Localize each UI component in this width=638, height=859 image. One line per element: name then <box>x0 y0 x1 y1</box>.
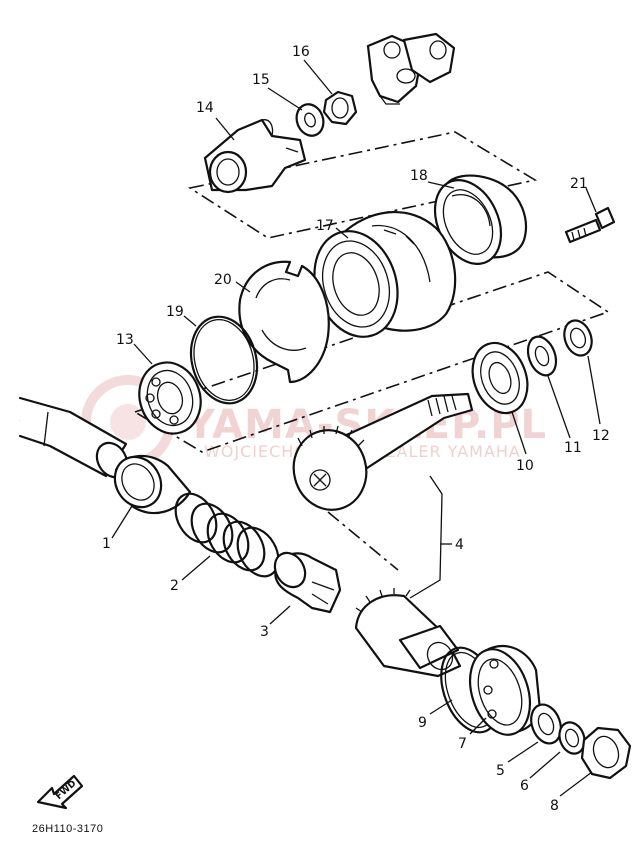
ring-gear <box>354 588 462 678</box>
part-15-washer <box>295 103 325 137</box>
callout-12: 12 <box>592 428 610 444</box>
watermark-logo-inner <box>110 404 146 440</box>
part-10-bearing <box>471 341 529 415</box>
callout-1: 1 <box>102 536 111 552</box>
callout-10: 10 <box>516 458 534 474</box>
callout-7: 7 <box>458 736 467 752</box>
fwd-arrow-icon <box>36 774 84 810</box>
callout-numbers: 1 2 3 4 5 6 7 8 9 10 11 12 13 14 15 16 1… <box>102 44 610 814</box>
callout-5: 5 <box>496 763 505 779</box>
callout-2: 2 <box>170 578 179 594</box>
part-3-fork <box>273 551 342 614</box>
part-17-housing <box>313 210 457 338</box>
leader-lines <box>111 59 601 797</box>
diagram-code: 26H110-3170 <box>32 823 103 835</box>
callout-16: 16 <box>292 44 310 60</box>
callout-4: 4 <box>455 537 464 553</box>
part-6-lock-washer <box>558 721 586 755</box>
part-19-o-ring <box>189 315 259 405</box>
callout-3: 3 <box>260 624 269 640</box>
part-13-bearing <box>138 361 202 435</box>
callout-19: 19 <box>166 304 184 320</box>
part-8-nut <box>580 726 632 780</box>
callout-11: 11 <box>564 440 582 456</box>
callout-8: 8 <box>550 798 559 814</box>
callout-17: 17 <box>316 218 334 234</box>
part-16-nut <box>322 90 358 126</box>
callout-14: 14 <box>196 100 214 116</box>
callout-6: 6 <box>520 778 529 794</box>
callout-13: 13 <box>116 332 134 348</box>
part-21-bolt <box>564 206 616 244</box>
fwd-arrow: FWD <box>36 774 84 810</box>
universal-joint <box>366 32 456 105</box>
upper-assembly-outline <box>187 131 538 239</box>
part-4-pinion-gear <box>292 392 474 511</box>
part-7-bearing <box>469 644 542 736</box>
callout-9: 9 <box>418 715 427 731</box>
part-1-collar <box>113 454 192 515</box>
part-20-plate <box>238 260 330 384</box>
part-2-spring <box>174 492 280 578</box>
callout-20: 20 <box>214 272 232 288</box>
part-5-washer <box>530 703 562 745</box>
callout-21: 21 <box>570 176 588 192</box>
part-14-yoke <box>203 118 307 194</box>
callout-18: 18 <box>410 168 428 184</box>
gear-axis-line <box>327 511 399 571</box>
part-12-collar <box>563 319 593 357</box>
part-18-boot <box>433 174 528 265</box>
part-11-washer <box>526 335 558 377</box>
callout-15: 15 <box>252 72 270 88</box>
